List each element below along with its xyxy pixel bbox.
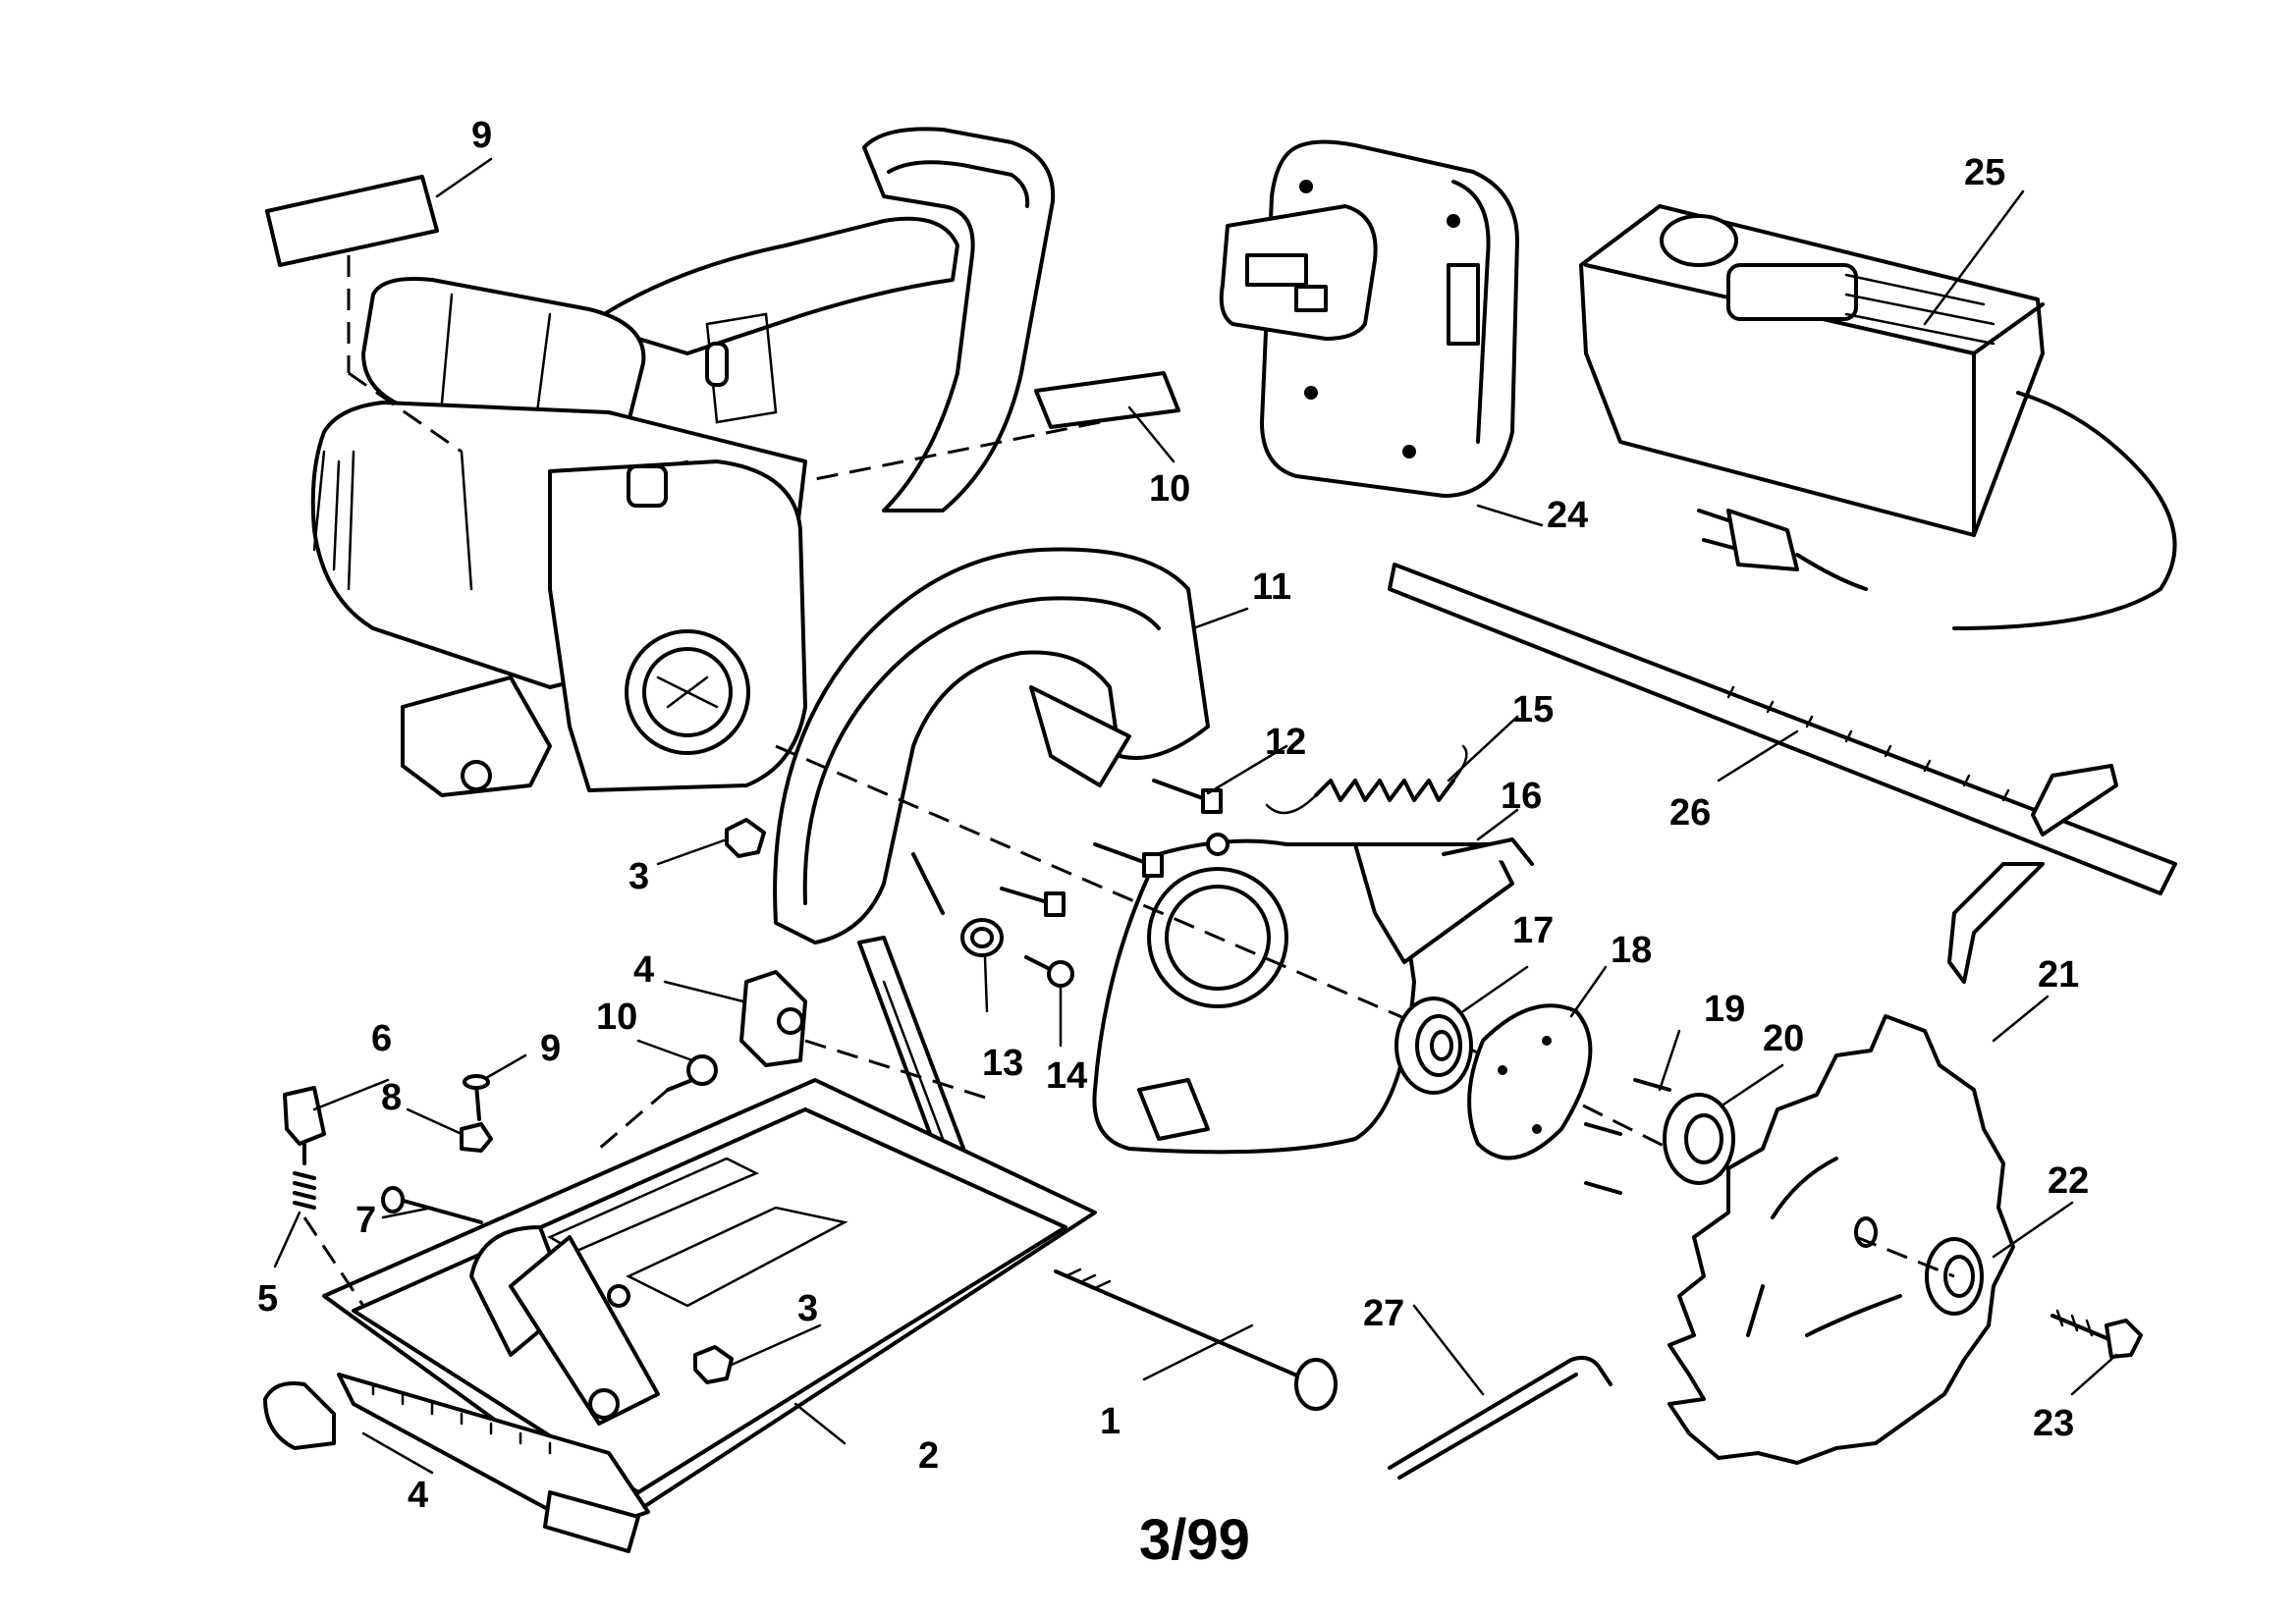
screw-9: [463, 1074, 490, 1121]
upper-blade-guard-13: [773, 547, 1210, 944]
callout-15: 13: [982, 1043, 1023, 1084]
callout-25: 23: [2033, 1403, 2074, 1444]
bolt-7: [381, 1186, 483, 1224]
screws-14: [1000, 779, 1223, 917]
callout-23: 21: [2038, 954, 2079, 996]
callout-24: 22: [2048, 1160, 2089, 1202]
charger-27: [1579, 204, 2177, 630]
screws-21: [1584, 1078, 1671, 1195]
callout-22: 20: [1763, 1018, 1804, 1059]
spring-5: [293, 1171, 316, 1210]
callout-16: 14: [1046, 1055, 1087, 1097]
rip-fence-28: [1388, 563, 2177, 984]
callout-29: 27: [1363, 1293, 1404, 1334]
screw-16: [1024, 955, 1074, 988]
hex-wrench-29: [1388, 1356, 1613, 1480]
callout-26: 24: [1547, 495, 1588, 536]
date-code: 3/99: [1139, 1508, 1250, 1572]
knob-6: [283, 1086, 326, 1165]
callout-21: 19: [1704, 989, 1745, 1030]
callout-4-lower: 4: [408, 1475, 428, 1516]
callout-28: 26: [1669, 792, 1711, 834]
nut-8: [460, 1122, 493, 1153]
flange-22: [1663, 1093, 1735, 1185]
nut-3-lower: [693, 1345, 734, 1384]
callout-9: 9: [540, 1028, 561, 1069]
leader-lines: [273, 157, 2118, 1475]
callout-19: 17: [1512, 910, 1554, 951]
callout-3-upper: 3: [629, 856, 649, 897]
callout-4-upper: 4: [633, 949, 654, 991]
callout-12: 10: [1149, 468, 1190, 510]
label-sticker-12: [804, 371, 1180, 483]
inner-washer-19: [1394, 997, 1473, 1095]
callout-10: 10: [596, 997, 637, 1038]
knob-4-lower: [263, 1381, 336, 1450]
nut-3-upper: [725, 818, 766, 858]
screw-10: [666, 1054, 718, 1092]
callout-3-lower: 3: [797, 1288, 818, 1329]
label-sticker-11: [265, 175, 463, 454]
blade-bolt-25: [2050, 1309, 2143, 1359]
callout-11: 9: [471, 115, 492, 156]
callout-6: 6: [371, 1018, 392, 1059]
callout-8: 8: [381, 1077, 402, 1118]
callout-18: 16: [1501, 776, 1542, 817]
callout-17: 15: [1512, 689, 1554, 730]
plate-20: [1467, 1003, 1593, 1160]
callout-27: 25: [1964, 152, 2005, 193]
callout-2: 2: [918, 1435, 939, 1477]
bushing-15: [960, 918, 1004, 957]
callout-20: 18: [1611, 930, 1652, 971]
callout-13: 11: [1252, 566, 1291, 608]
lower-blade-guard-18: [1092, 833, 1534, 1155]
base-plate-2: [322, 1078, 1097, 1553]
spring-17: [1265, 744, 1468, 815]
callout-5: 5: [257, 1278, 278, 1320]
callout-1: 1: [1100, 1401, 1121, 1442]
callout-labels: 9 10 11 12 15 16 24 25 26 17 18 19 20 21…: [257, 115, 2089, 1516]
saw-motor-housing: [310, 127, 1056, 797]
knob-4-upper: [739, 970, 807, 1067]
bolt-1: [1054, 1267, 1338, 1411]
battery-pack-26: [1219, 139, 1519, 498]
callout-7: 7: [355, 1200, 376, 1241]
callout-14: 12: [1265, 722, 1306, 763]
